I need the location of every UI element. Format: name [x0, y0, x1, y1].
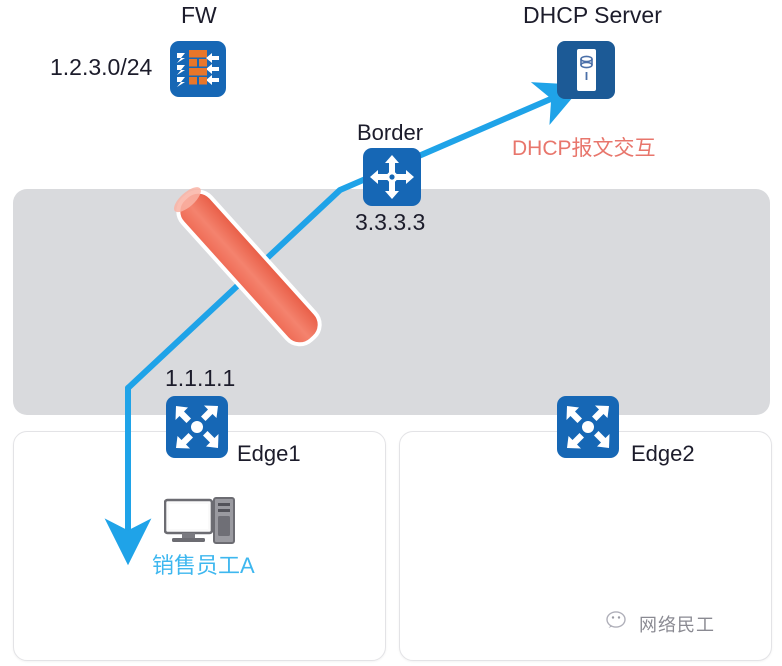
edge2-label: Edge2	[631, 441, 695, 466]
watermark: 网络民工	[605, 608, 715, 639]
server-icon	[557, 41, 615, 99]
border-ip-label: 3.3.3.3	[355, 209, 426, 235]
firewall-icon	[170, 41, 226, 97]
watermark-text: 网络民工	[639, 614, 715, 635]
edge1-ip-label: 1.1.1.1	[165, 365, 236, 391]
desktop-computer-icon	[163, 497, 238, 549]
client-pc-label: 销售员工A	[152, 553, 255, 578]
border-label: Border	[357, 120, 424, 145]
switch-icon	[166, 396, 228, 458]
wechat-icon	[605, 608, 631, 639]
switch-icon	[557, 396, 619, 458]
fw-subnet-label: 1.2.3.0/24	[50, 54, 153, 80]
dhcp-flow-label: DHCP报文交互	[512, 137, 656, 160]
fw-label: FW	[181, 2, 217, 28]
edge1-label: Edge1	[237, 441, 301, 466]
edge2-site-zone	[399, 431, 772, 661]
dhcp-server-label: DHCP Server	[523, 2, 662, 28]
router-icon	[363, 148, 421, 206]
